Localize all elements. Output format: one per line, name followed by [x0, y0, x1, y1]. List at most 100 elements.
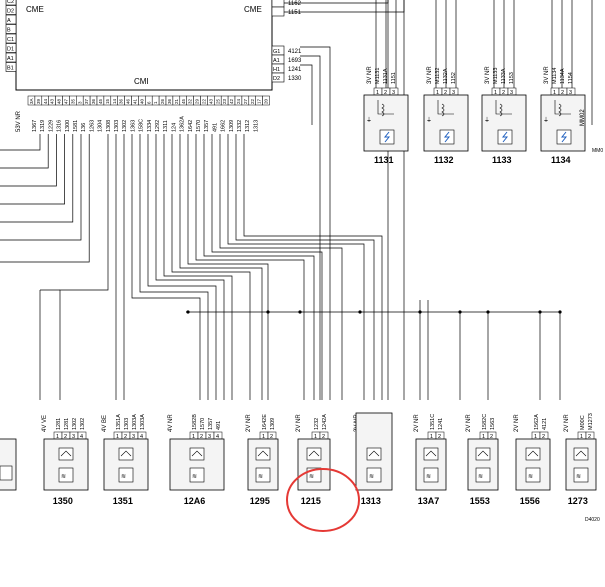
ecu-left-pin-label: C2 — [7, 0, 14, 5]
connector-label: 2V NR — [296, 414, 302, 432]
sensor-glyph: ≋ — [369, 474, 374, 480]
ecu-left-pin-label: D2 — [7, 9, 14, 15]
lightning-icon — [560, 131, 568, 143]
pin-number: 1 — [56, 434, 59, 440]
component-id: 1133 — [492, 155, 512, 165]
ecu-left-pin — [5, 62, 17, 72]
ecu-bottom-wire-label: 1309 — [229, 120, 235, 132]
component-body — [297, 438, 331, 491]
ecu-bottom-pin-label: 22 — [202, 98, 207, 104]
wire-label: 491 — [216, 421, 222, 430]
ground-icon: ⏚ — [426, 117, 432, 124]
corner-label: D4020 — [585, 517, 600, 523]
pin-number: 2 — [270, 434, 273, 440]
actuator-icon — [60, 450, 72, 457]
component-id: 1215 — [301, 496, 321, 506]
switch-icon — [573, 447, 589, 461]
connector-label: 4V VE — [42, 415, 48, 432]
sensor-glyph: ≋ — [258, 474, 263, 480]
ecu-bottom-wire-label: 1581 — [73, 120, 79, 132]
actuator-icon — [425, 450, 437, 457]
wire-label: 1642E — [262, 414, 268, 430]
wire-label: 1570 — [200, 418, 206, 430]
sensor-icon — [573, 467, 589, 483]
ecu-right-pin — [271, 6, 285, 17]
pin-number: 2 — [200, 434, 203, 440]
ecu-bottom-pin-label: 42 — [229, 98, 234, 104]
sensor-glyph: ≋ — [478, 474, 483, 480]
ecu-bottom-pin-label: 43 — [208, 98, 213, 104]
component-id: 1556 — [520, 496, 540, 506]
coil-icon — [495, 100, 512, 117]
wire-label: 1303A — [132, 414, 138, 430]
connector-label: 2V NR — [514, 414, 520, 432]
ecu-bottom-pin — [262, 95, 270, 106]
component-body — [103, 438, 149, 491]
ecu-bottom-pin-label: 47 — [64, 98, 69, 104]
ecu-left-pin — [5, 33, 17, 44]
sensor-icon — [423, 467, 439, 483]
ecu-bottom-wire-label: 1312 — [245, 120, 251, 132]
connector-label: 4V NR — [168, 414, 174, 432]
wire — [0, 134, 90, 263]
ecu-left-pin-label: D1 — [7, 47, 14, 53]
ecu-right-pin — [271, 0, 285, 8]
actuator-icon — [308, 450, 320, 457]
ecu-bottom-pin-label: 3A — [29, 98, 34, 104]
ecu-bottom-wire-label: 1367 — [32, 120, 38, 132]
wire-label: 1309 — [270, 418, 276, 430]
pin-number: 1 — [116, 434, 119, 440]
component-id: 13A7 — [418, 496, 440, 506]
sensor-icon — [255, 467, 271, 483]
wire — [0, 134, 41, 151]
sensor-icon — [118, 467, 134, 483]
wire — [179, 134, 263, 400]
ecu-bottom-pin-label: 1 — [153, 101, 158, 104]
pin-number: 3 — [452, 90, 455, 96]
ecu-bottom-pin-label: 39 — [36, 98, 41, 104]
ecu-bottom-wire-label: 158C — [139, 119, 145, 132]
highlight-circle — [286, 468, 360, 532]
ecu-bottom-wire-label: 1570 — [196, 120, 202, 132]
component-body — [515, 438, 551, 491]
partial-component — [0, 438, 17, 491]
wire-label: M1132 — [435, 68, 441, 84]
ecu-left-pin — [5, 5, 17, 15]
ecu-bottom-wire-label: 1263 — [89, 120, 95, 132]
pin-number: 2 — [438, 434, 441, 440]
wire-label: 4121 — [542, 418, 548, 430]
pin-number: 4 — [80, 434, 83, 440]
component-1313[interactable]: 3V NR131213131330123≋1313 — [354, 412, 393, 506]
wire — [131, 134, 201, 400]
pin-number: 4 — [216, 434, 219, 440]
sensor-glyph: ≋ — [121, 474, 126, 480]
ecu-bottom-wire-label: 1319 — [40, 120, 46, 132]
connector-label: 3V NR — [485, 66, 491, 84]
ecu-bottom-wire-label: 1362A — [180, 116, 186, 132]
component-id: 1132 — [434, 155, 454, 165]
ecu-bottom-pin-label: 15 — [105, 98, 110, 104]
wire-label: M1273 — [588, 413, 594, 430]
lightning-icon — [383, 131, 391, 143]
wire-label: 1132A — [443, 68, 449, 84]
switch-icon — [366, 447, 382, 461]
pin-number: 1 — [192, 434, 195, 440]
ecu-right-wire-label: 4121 — [288, 49, 302, 55]
wire-label: 1563 — [490, 418, 496, 430]
